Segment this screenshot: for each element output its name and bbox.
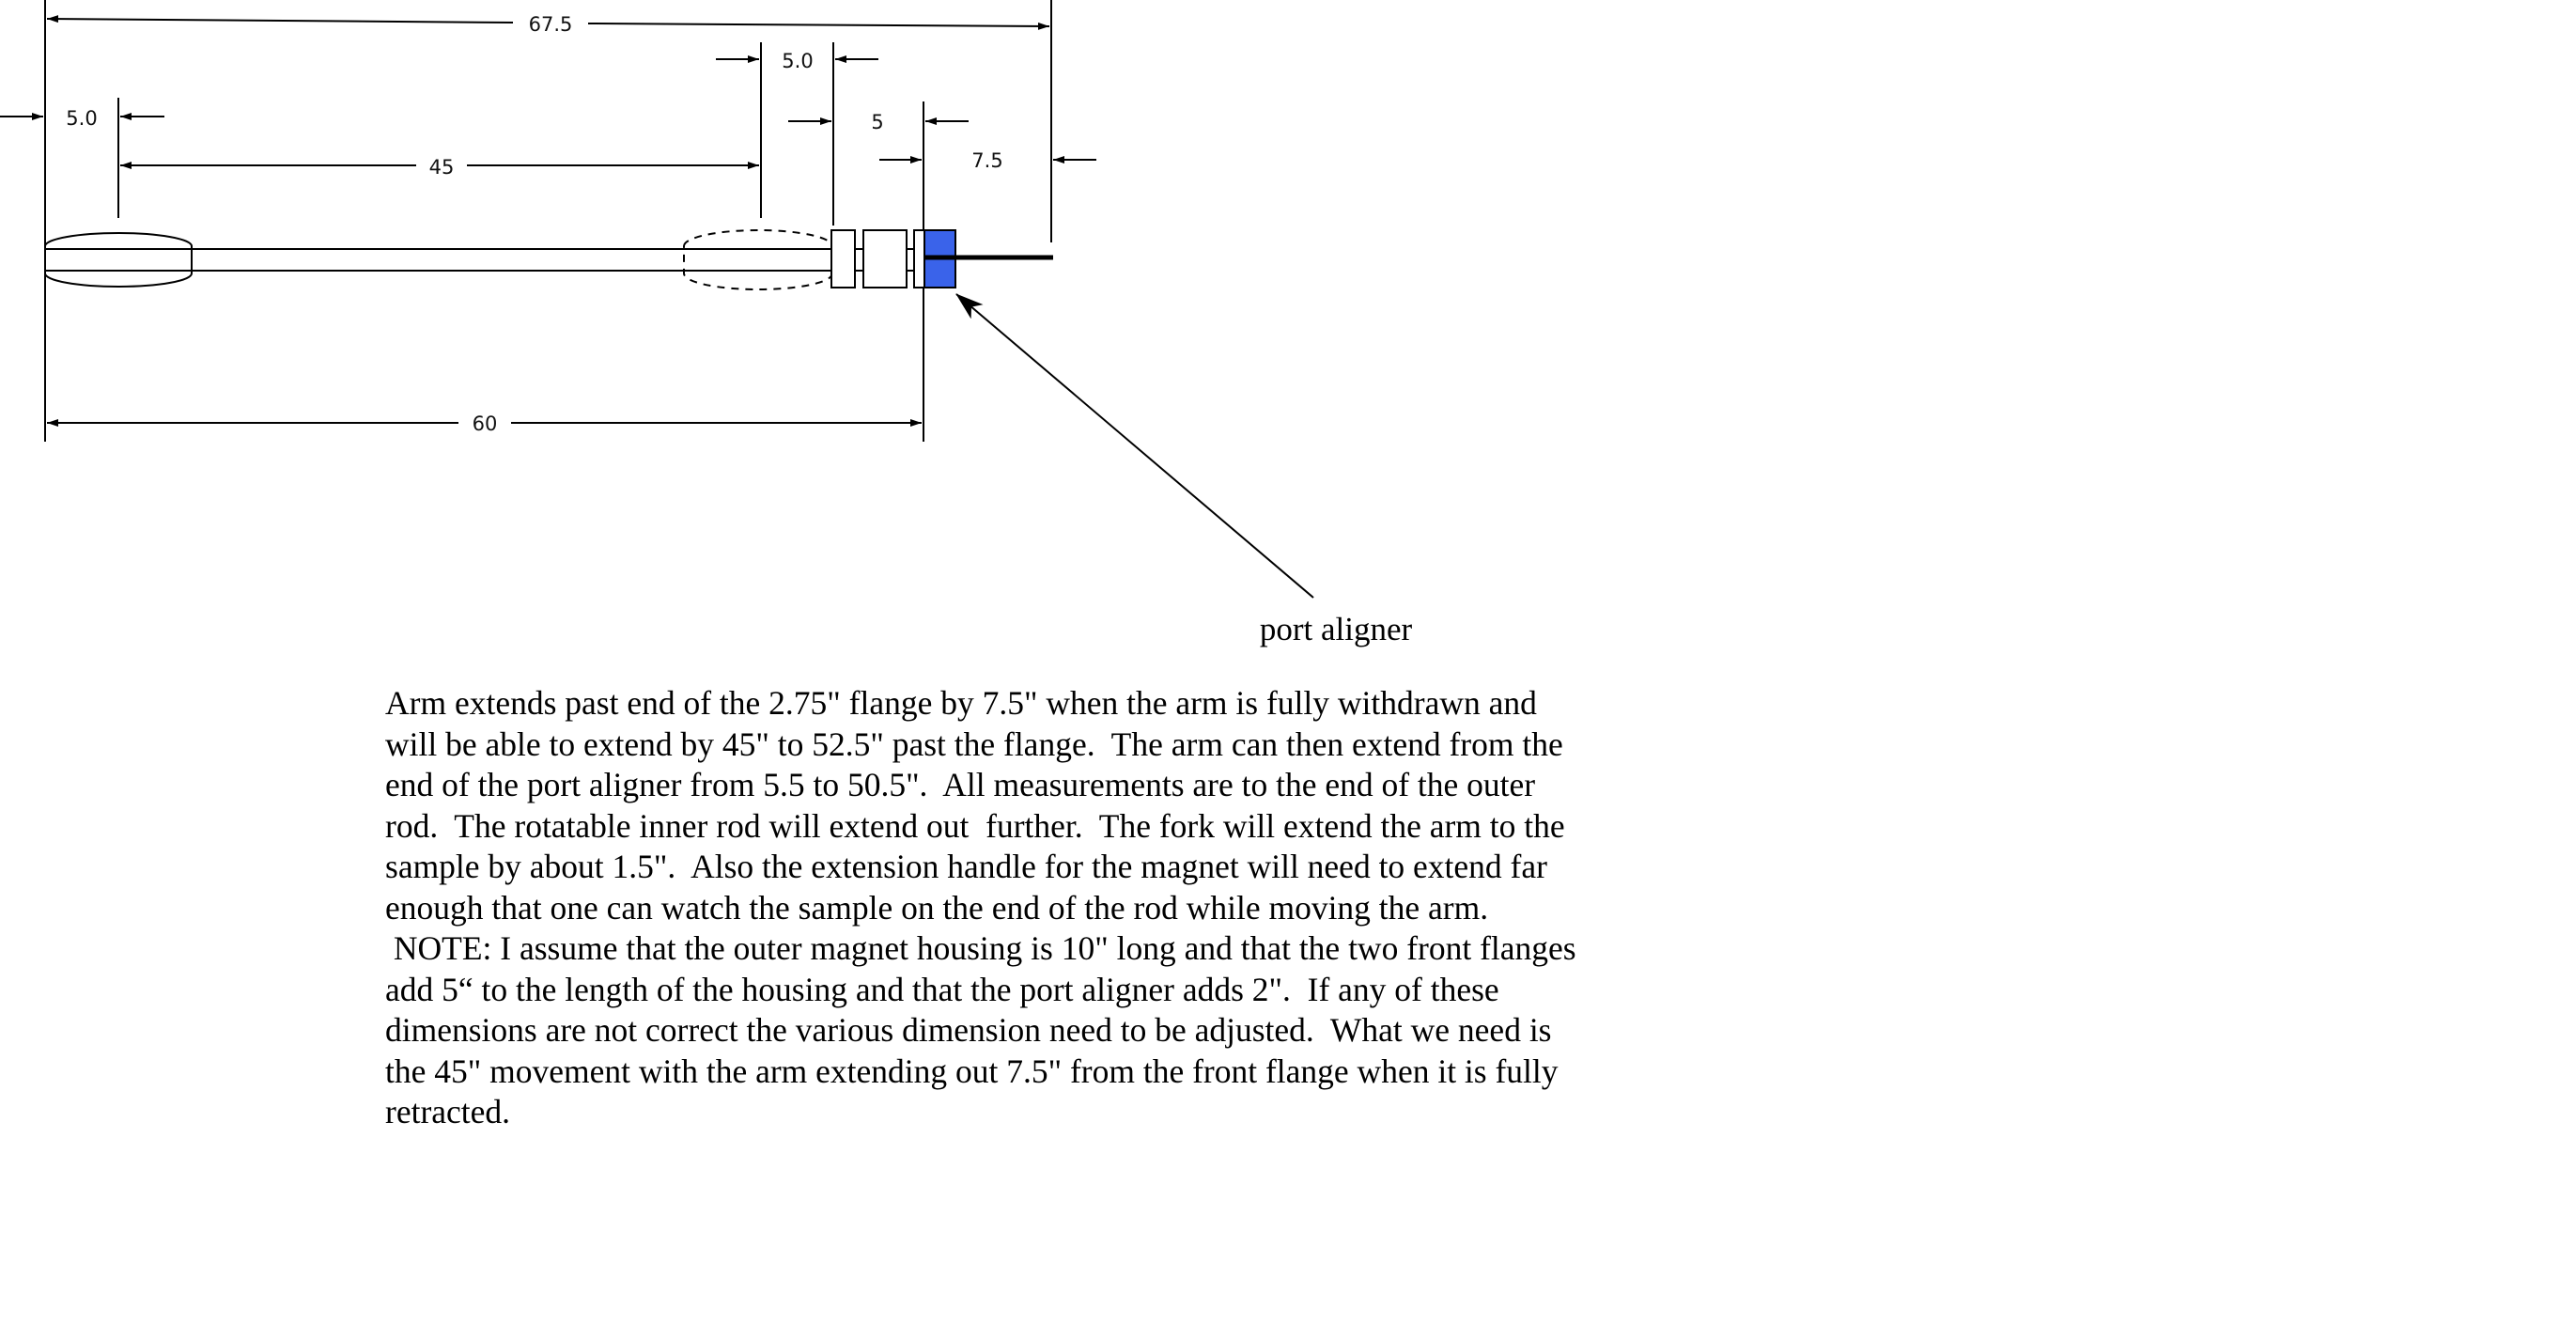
arm-assembly xyxy=(44,229,1053,290)
dimension-overall xyxy=(46,15,1050,30)
dimension-overall-label: 67.5 xyxy=(529,13,573,36)
handle-ellipse xyxy=(44,232,193,288)
notes-line: rod. The rotatable inner rod will extend… xyxy=(385,806,1565,845)
notes-line: dimensions are not correct the various d… xyxy=(385,1011,1552,1049)
dimension-extension-label: 7.5 xyxy=(971,149,1002,172)
front-flange-2 xyxy=(862,229,908,288)
travel-ellipse xyxy=(683,229,833,290)
notes-line: enough that one can watch the sample on … xyxy=(385,888,1489,927)
notes-line: sample by about 1.5". Also the extension… xyxy=(385,848,1547,885)
dimension-handle-flange-label: 5.0 xyxy=(66,107,97,130)
flange-connector-2 xyxy=(906,248,915,272)
callout-leader xyxy=(955,293,1314,599)
callout-port-aligner-label: port aligner xyxy=(1260,611,1413,647)
flange-connector-1 xyxy=(854,248,864,272)
dimension-overall-line-left xyxy=(46,15,514,23)
small-flange xyxy=(913,229,925,288)
dimension-to-port-aligner-label: 60 xyxy=(473,413,498,435)
notes-paragraph: Arm extends past end of the 2.75" flange… xyxy=(385,683,1576,1133)
notes-line: add 5“ to the length of the housing and … xyxy=(385,970,1499,1008)
extension-lines xyxy=(44,0,1052,442)
dimension-flange-gap-label: 5 xyxy=(871,111,883,133)
dimension-travel-label: 45 xyxy=(429,156,455,179)
dimension-front-flanges-label: 5.0 xyxy=(782,50,813,72)
dimension-overall-line-right xyxy=(587,22,1050,30)
notes-line: retracted. xyxy=(385,1093,511,1130)
notes-line: Arm extends past end of the 2.75" flange… xyxy=(385,684,1537,722)
notes-line: the 45" movement with the arm extending … xyxy=(385,1052,1559,1090)
notes-line: will be able to extend by 45" to 52.5" p… xyxy=(385,725,1563,763)
notes-line: NOTE: I assume that the outer magnet hou… xyxy=(385,929,1576,967)
front-flange-1 xyxy=(830,229,856,288)
notes-line: end of the port aligner from 5.5 to 50.5… xyxy=(385,766,1536,803)
